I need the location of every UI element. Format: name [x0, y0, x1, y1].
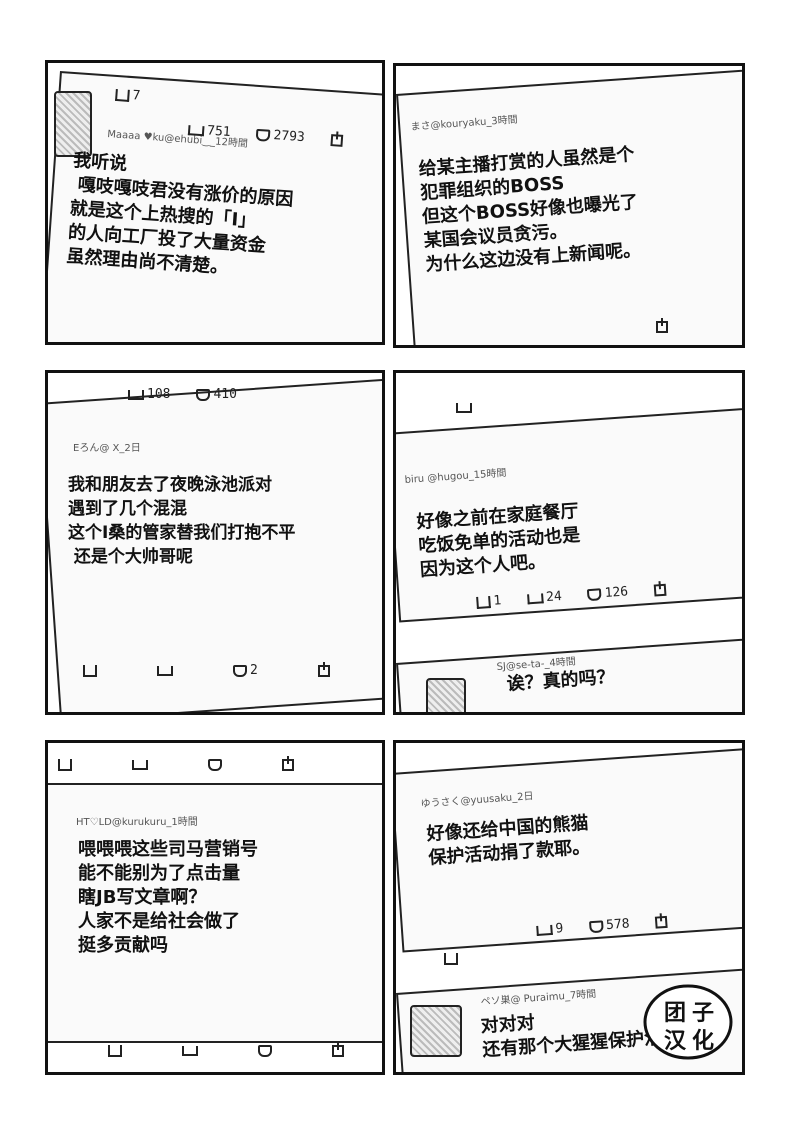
scanlation-logo: 团 子 汉 化 [642, 980, 734, 1062]
avatar [410, 1005, 462, 1057]
avatar [54, 91, 92, 157]
tweet-meta: HT♡LD@kurukuru_1時間 [76, 817, 198, 828]
like-icon[interactable] [258, 1045, 272, 1057]
share-icon[interactable] [656, 318, 668, 333]
panel-2: まさ@kouryaku_3時間 给某主播打赏的人虽然是个 犯罪组织的BOSS 但… [393, 63, 745, 348]
like-stat[interactable]: 410 [196, 387, 237, 402]
retweet-icon [128, 389, 144, 400]
avatar [426, 678, 466, 712]
share-stat[interactable] [330, 133, 344, 147]
logo-badge: 团 子 汉 化 [643, 984, 733, 1060]
logo-char-1: 团 [664, 1001, 686, 1026]
retweet-icon [526, 592, 544, 604]
share-icon[interactable] [317, 661, 330, 677]
tweet-stats: 108 410 [128, 387, 237, 402]
retweet-icon [536, 924, 553, 936]
tweet-text: 我听说 嘎吱嘎吱君没有涨价的原因 就是这个上热搜的「I」 的人向工厂投了大量资金… [65, 149, 294, 279]
share-icon[interactable] [332, 1042, 344, 1057]
like-icon [256, 128, 271, 142]
reply-icon [115, 88, 130, 102]
tweet-stats-bottom [108, 1042, 344, 1057]
tweet-card [48, 783, 382, 1043]
like-stat[interactable]: 2793 [256, 127, 305, 145]
tweet-stats-bottom: 2 [83, 661, 330, 678]
tweet-stats-top [456, 403, 472, 413]
logo-char-2: 子 [692, 1001, 714, 1026]
retweet-icon[interactable] [157, 665, 173, 676]
like-stat[interactable]: 126 [587, 584, 629, 602]
retweet-stat[interactable]: 108 [128, 387, 170, 402]
share-icon[interactable] [653, 583, 667, 597]
tweet-text: 我和朋友去了夜晚泳池派对 遇到了几个混混 这个I桑的管家替我们打抱不平 还是个大… [68, 475, 296, 567]
like-stat[interactable]: 578 [588, 916, 630, 934]
retweet-stat[interactable]: 24 [526, 589, 562, 606]
reply-icon[interactable] [444, 953, 458, 965]
panel-5: HT♡LD@kurukuru_1時間 喂喂喂这些司马营销号 能不能别为了点击量 … [45, 740, 385, 1075]
like-stat[interactable]: 2 [233, 663, 258, 678]
tweet-stats-top [58, 756, 294, 771]
retweet-icon[interactable] [456, 403, 472, 413]
reply-icon[interactable] [108, 1045, 122, 1057]
logo-char-3: 汉 [664, 1029, 687, 1054]
reply-icon[interactable] [83, 664, 97, 677]
share-icon [330, 133, 344, 147]
like-icon [233, 664, 247, 677]
tweet-text: 给某主播打赏的人虽然是个 犯罪组织的BOSS 但这个BOSS好像也曝光了 某国会… [418, 143, 642, 276]
reply-icon [476, 595, 491, 609]
share-icon[interactable] [655, 915, 668, 929]
logo-char-4: 化 [692, 1028, 714, 1054]
share-icon[interactable] [282, 756, 294, 771]
panel-6: ゆうさく@yuusaku_2日 好像还给中国的熊猫 保护活动捐了款耶。 9 57… [393, 740, 745, 1075]
tweet-text: 喂喂喂这些司马营销号 能不能别为了点击量 瞎JB写文章啊？ 人家不是给社会做了 … [78, 839, 258, 956]
like-icon [587, 587, 603, 601]
retweet-icon[interactable] [182, 1046, 198, 1056]
retweet-stat[interactable]: 9 [536, 921, 564, 938]
like-icon [588, 919, 604, 933]
like-icon [196, 388, 211, 401]
retweet-icon[interactable] [132, 760, 148, 770]
reply-icon[interactable] [58, 759, 72, 771]
panel-3: 108 410 Eろん@ X_2日 我和朋友去了夜晚泳池派对 遇到了几个混混 这… [45, 370, 385, 715]
tweet-meta: Eろん@ X_2日 [73, 443, 141, 454]
tweet-stats [456, 318, 668, 333]
reply-stat[interactable]: 1 [476, 593, 502, 610]
like-icon[interactable] [208, 759, 222, 771]
panel-4: biru @hugou_15時間 好像之前在家庭餐厅 吃饭免单的活动也是 因为这… [393, 370, 745, 715]
reply-stat[interactable]: 7 [115, 87, 141, 104]
tweet-text: 好像之前在家庭餐厅 吃饭免单的活动也是 因为这个人吧。 [416, 500, 581, 581]
panel-1: 7 751 2793 Maaaa ♥ku@ehubi‿_12時間 我听说 嘎吱嘎… [45, 60, 385, 345]
tweet-stats: 7 [115, 87, 141, 104]
